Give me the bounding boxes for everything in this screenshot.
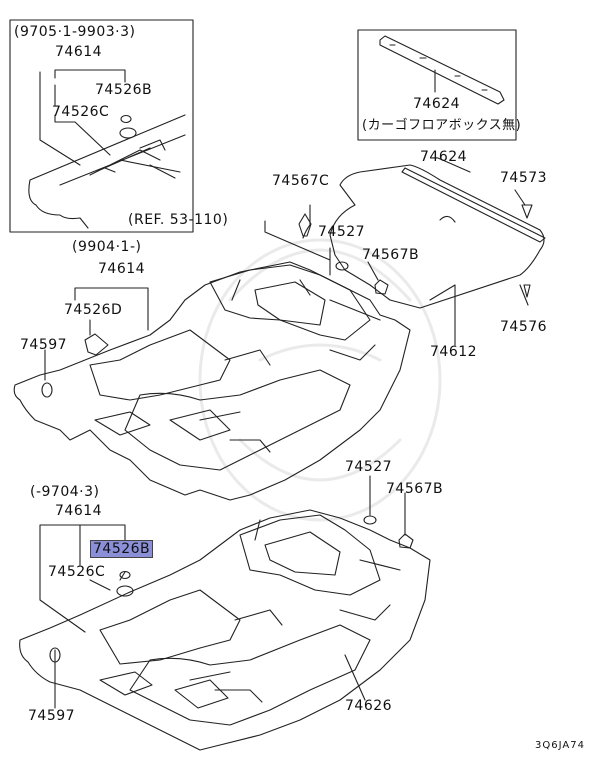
label-ref: (REF. 53-110) <box>128 212 229 228</box>
label-cargo-74624: 74624 <box>413 96 461 112</box>
label-top-box-74526b: 74526B <box>95 82 153 98</box>
label-74527-top: 74527 <box>318 224 366 240</box>
label-bottom-74526b-highlighted[interactable]: 74526B <box>90 540 154 558</box>
label-74567c: 74567C <box>272 173 330 189</box>
label-top-box-date: (9705·1-9903·3) <box>14 24 136 40</box>
label-74597-top: 74597 <box>20 337 68 353</box>
inset-cargo-strip <box>379 35 505 105</box>
label-top-box-74614: 74614 <box>55 44 103 60</box>
label-bottom-date: (-9704·3) <box>30 484 100 500</box>
label-74573: 74573 <box>500 170 548 186</box>
fastener-parts-bottom <box>49 515 414 663</box>
watermark <box>198 238 442 522</box>
inset-carpet-fragment <box>28 69 186 229</box>
label-74597-bottom: 74597 <box>28 708 76 724</box>
main-carpet-bottom <box>19 509 431 751</box>
cargo-floor-panel <box>329 164 546 309</box>
main-carpet-top <box>13 261 411 501</box>
label-74576: 74576 <box>500 319 548 335</box>
label-top-box-74526c: 74526C <box>52 104 110 120</box>
label-cargo-note: (カーゴフロアボックス無) <box>362 118 522 133</box>
inset-box-top <box>9 19 194 233</box>
label-mid-date: (9904·1-) <box>72 239 142 255</box>
diagram-code: 3Q6JA74 <box>535 740 585 751</box>
label-mid-74526d: 74526D <box>64 302 123 318</box>
leader-lines-top <box>44 157 529 381</box>
label-74626: 74626 <box>345 698 393 714</box>
inset-box-cargo <box>357 29 517 141</box>
label-74527-bottom: 74527 <box>345 459 393 475</box>
label-bottom-74526c: 74526C <box>48 564 106 580</box>
leader-lines-bottom <box>39 475 406 709</box>
label-bottom-74614: 74614 <box>55 503 103 519</box>
fastener-parts-top <box>41 204 533 398</box>
label-74567b-top: 74567B <box>362 247 420 263</box>
label-74612: 74612 <box>430 344 478 360</box>
label-74567b-bottom: 74567B <box>386 481 444 497</box>
label-mid-74614: 74614 <box>98 261 146 277</box>
label-74624: 74624 <box>420 149 468 165</box>
